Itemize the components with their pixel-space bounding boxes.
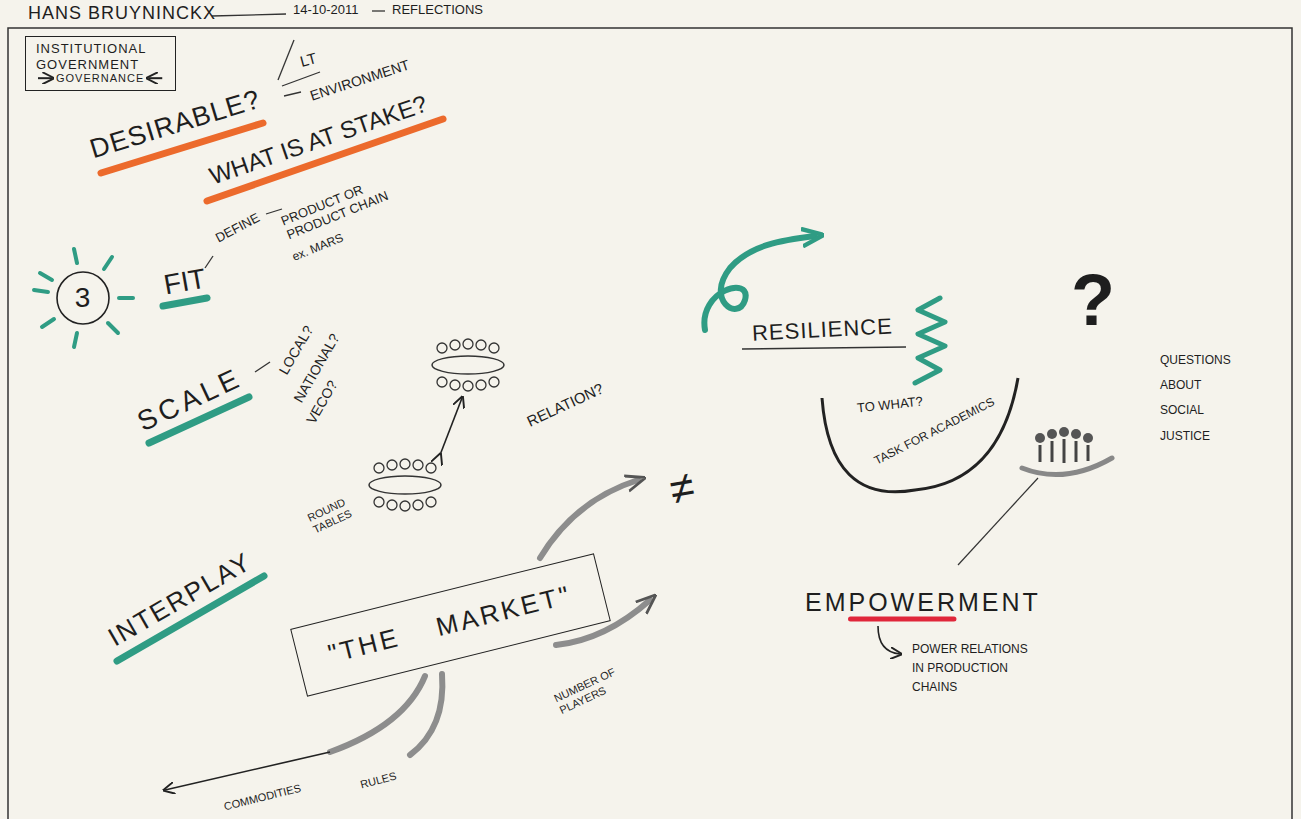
market-box: "THE MARKET" xyxy=(290,554,611,698)
note-label: DEFINE xyxy=(213,210,262,246)
branch-line xyxy=(205,256,213,268)
box-text: "THE MARKET" xyxy=(325,580,576,671)
pointer-arrow xyxy=(148,77,162,79)
box-text: INSTITUTIONAL xyxy=(36,41,165,57)
people-bodies xyxy=(1040,439,1088,463)
box-text: 3 xyxy=(75,281,92,315)
marker-underline xyxy=(851,617,954,622)
pointer-arrow xyxy=(878,626,900,654)
underline xyxy=(742,347,906,349)
note-label: PRODUCT OR PRODUCT CHAIN xyxy=(279,167,411,243)
sketch-title: HANS BRUYNINCKX xyxy=(28,3,216,24)
note-label: SCALE xyxy=(133,362,248,438)
note-label: NUMBER OF PLAYERS xyxy=(552,663,628,716)
branch-line xyxy=(278,40,294,80)
note-label: ? xyxy=(1071,259,1115,342)
note-label: RULES xyxy=(359,769,398,791)
note-label: COMMODITIES xyxy=(222,781,302,812)
bracket-arc xyxy=(822,378,1018,492)
note-label: RESILIENCE xyxy=(751,314,893,347)
swirl-arrow xyxy=(704,236,815,330)
note-label: EMPOWERMENT xyxy=(805,588,1041,617)
market-stroke xyxy=(330,676,425,752)
note-label: FIT xyxy=(162,263,209,302)
pointer-arrow xyxy=(38,77,52,79)
leader-line xyxy=(958,478,1038,565)
sun-circle: 3 xyxy=(55,270,111,326)
people-group xyxy=(432,339,504,391)
sun-rays xyxy=(34,249,133,347)
box-text: GOVERNMENT xyxy=(36,57,165,73)
market-stroke xyxy=(410,674,442,755)
note-label: ≠ xyxy=(666,461,699,515)
page-frame xyxy=(8,28,1292,819)
dash-line xyxy=(372,10,385,11)
box-text: GOVERNANCE xyxy=(36,72,165,85)
note-label: REFLECTIONS xyxy=(392,3,483,18)
market-arrow xyxy=(540,480,638,558)
note-label: 14-10-2011 xyxy=(293,3,359,18)
commodities-arrow xyxy=(165,752,330,790)
people-group xyxy=(369,459,441,511)
branch-line xyxy=(282,72,320,86)
note-label: LT xyxy=(298,50,318,71)
note-label: RELATION? xyxy=(524,380,606,430)
note-label: TO WHAT? xyxy=(856,394,923,416)
concept-box: INSTITUTIONALGOVERNMENTGOVERNANCE xyxy=(25,36,176,91)
dash-line xyxy=(212,14,286,16)
note-label: ENVIRONMENT xyxy=(308,56,411,103)
note-label: QUESTIONS ABOUT SOCIAL JUSTICE xyxy=(1160,348,1244,449)
zigzag xyxy=(915,298,945,383)
branch-line xyxy=(284,92,301,96)
note-label: INTERPLAY xyxy=(103,547,257,653)
note-label: POWER RELATIONS IN PRODUCTION CHAINS xyxy=(912,640,1042,698)
relation-arrow xyxy=(440,398,462,455)
note-label: ROUND TABLES xyxy=(305,488,370,536)
bracket-arc xyxy=(1022,458,1112,475)
circle-outline xyxy=(57,272,109,324)
branch-line xyxy=(255,362,270,372)
branch-line xyxy=(266,209,282,214)
